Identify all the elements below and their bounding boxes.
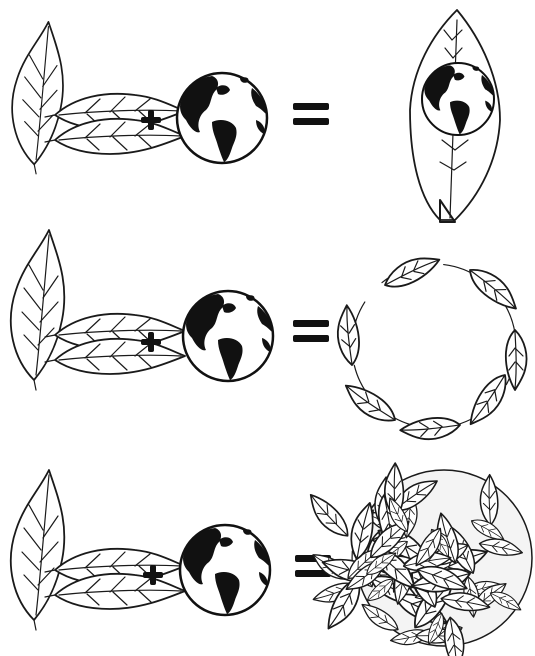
ball-of-leaves [303, 463, 532, 656]
leaf-icon [11, 470, 65, 630]
leaf-icon [303, 489, 354, 543]
leaf-icon [506, 330, 527, 390]
leaf-icon [380, 249, 443, 293]
leaf-icon [45, 574, 185, 609]
leaves-group [11, 470, 185, 630]
equals-sign [293, 320, 329, 342]
leaf-icon [12, 22, 63, 174]
leaf-icon [335, 304, 361, 366]
globe-icon [422, 63, 494, 135]
row-2 [11, 230, 527, 442]
ring-of-leaves [335, 249, 526, 442]
leaf-icon [464, 261, 523, 315]
leaf-icon [463, 370, 514, 431]
leaf-icon [45, 339, 185, 374]
globe-icon [180, 525, 270, 615]
globe-icon [183, 291, 273, 381]
leaf-icon [399, 416, 461, 442]
globe-icon [177, 73, 267, 163]
row-3 [11, 463, 532, 656]
equals-sign [293, 103, 329, 125]
leaves-group [12, 22, 185, 174]
leaf-icon [339, 378, 400, 429]
leaf-icon [45, 119, 185, 154]
earth-inside-leaf [410, 10, 500, 222]
leaves-group [11, 230, 185, 390]
leaf-icon [11, 230, 65, 390]
row-1 [12, 10, 500, 222]
